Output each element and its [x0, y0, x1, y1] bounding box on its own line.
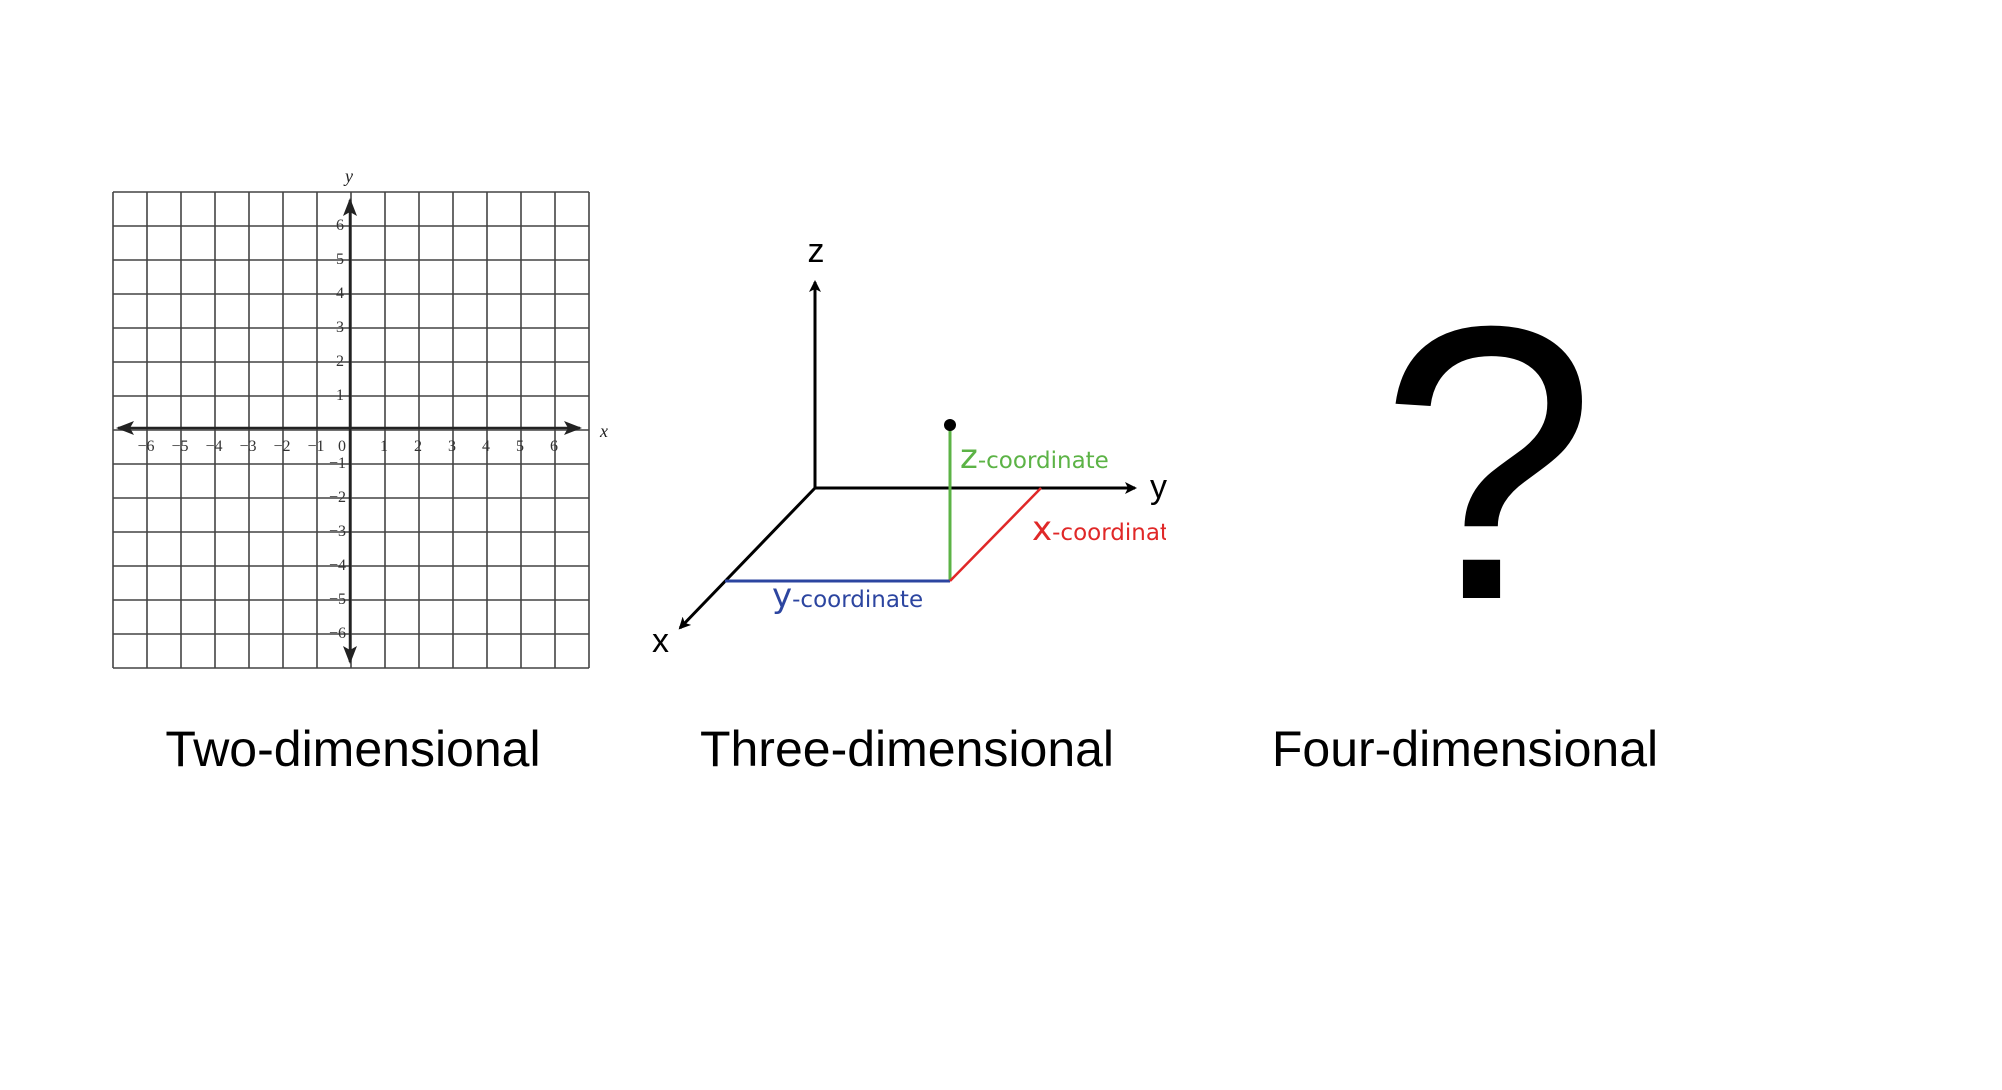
- y-tick-label: −2: [329, 489, 346, 506]
- x-tick-label: −3: [239, 438, 256, 455]
- 3d-x-axis: [678, 486, 817, 630]
- 2d-y-axis-top-arrow: [343, 198, 357, 216]
- x-tick-label: 2: [414, 438, 422, 455]
- y-coordinate-label: y-coordinate: [772, 576, 923, 616]
- 2d-x-axis-right-arrow: [564, 421, 582, 435]
- z-coordinate-label: z-coordinate: [960, 437, 1109, 477]
- y-tick-label: −6: [329, 625, 346, 642]
- x-tick-label: 1: [380, 438, 388, 455]
- x-tick-label: −6: [137, 438, 154, 455]
- y-tick-label: −5: [329, 591, 346, 608]
- 2d-y-axis-bottom-arrow: [343, 646, 357, 664]
- 3d-point: [944, 419, 956, 431]
- 2d-x-axis-label: x: [599, 421, 608, 441]
- y-tick-label: 5: [336, 251, 344, 268]
- three-dimensional-axes: z y x z-coordinate x-coordinat y-coordin…: [652, 232, 1169, 660]
- question-mark-icon: ?: [1380, 245, 1597, 681]
- y-tick-label: −4: [329, 557, 346, 574]
- 2d-y-axis-label: y: [343, 166, 353, 186]
- caption-two-dimensional: Two-dimensional: [165, 721, 541, 777]
- caption-three-dimensional: Three-dimensional: [699, 721, 1115, 777]
- y-tick-label: 1: [336, 387, 344, 404]
- y-tick-label: 6: [336, 217, 344, 234]
- caption-four-dimensional: Four-dimensional: [1271, 721, 1659, 777]
- x-tick-label: −5: [171, 438, 188, 455]
- x-tick-label: 4: [482, 438, 490, 455]
- 3d-z-axis-label: z: [808, 232, 825, 270]
- x-tick-label: 3: [448, 438, 456, 455]
- y-tick-label: 2: [336, 353, 344, 370]
- y-tick-label: 4: [336, 285, 344, 302]
- x-tick-label: −4: [205, 438, 222, 455]
- 3d-x-axis-label: x: [652, 622, 669, 660]
- x-coordinate-label: x-coordinat: [1032, 509, 1169, 549]
- y-tick-label: −3: [329, 523, 346, 540]
- x-tick-label: 6: [550, 438, 558, 455]
- 2d-x-axis-left-arrow: [116, 421, 134, 435]
- x-tick-label: −1: [307, 438, 324, 455]
- y-tick-label: 3: [336, 319, 344, 336]
- 3d-y-axis-label: y: [1150, 468, 1167, 506]
- x-tick-label: −2: [273, 438, 290, 455]
- 3d-x-coordinate-line: [949, 487, 1042, 582]
- y-tick-label: −1: [329, 455, 346, 472]
- x-tick-label: 5: [516, 438, 524, 455]
- x-tick-label: 0: [338, 438, 346, 455]
